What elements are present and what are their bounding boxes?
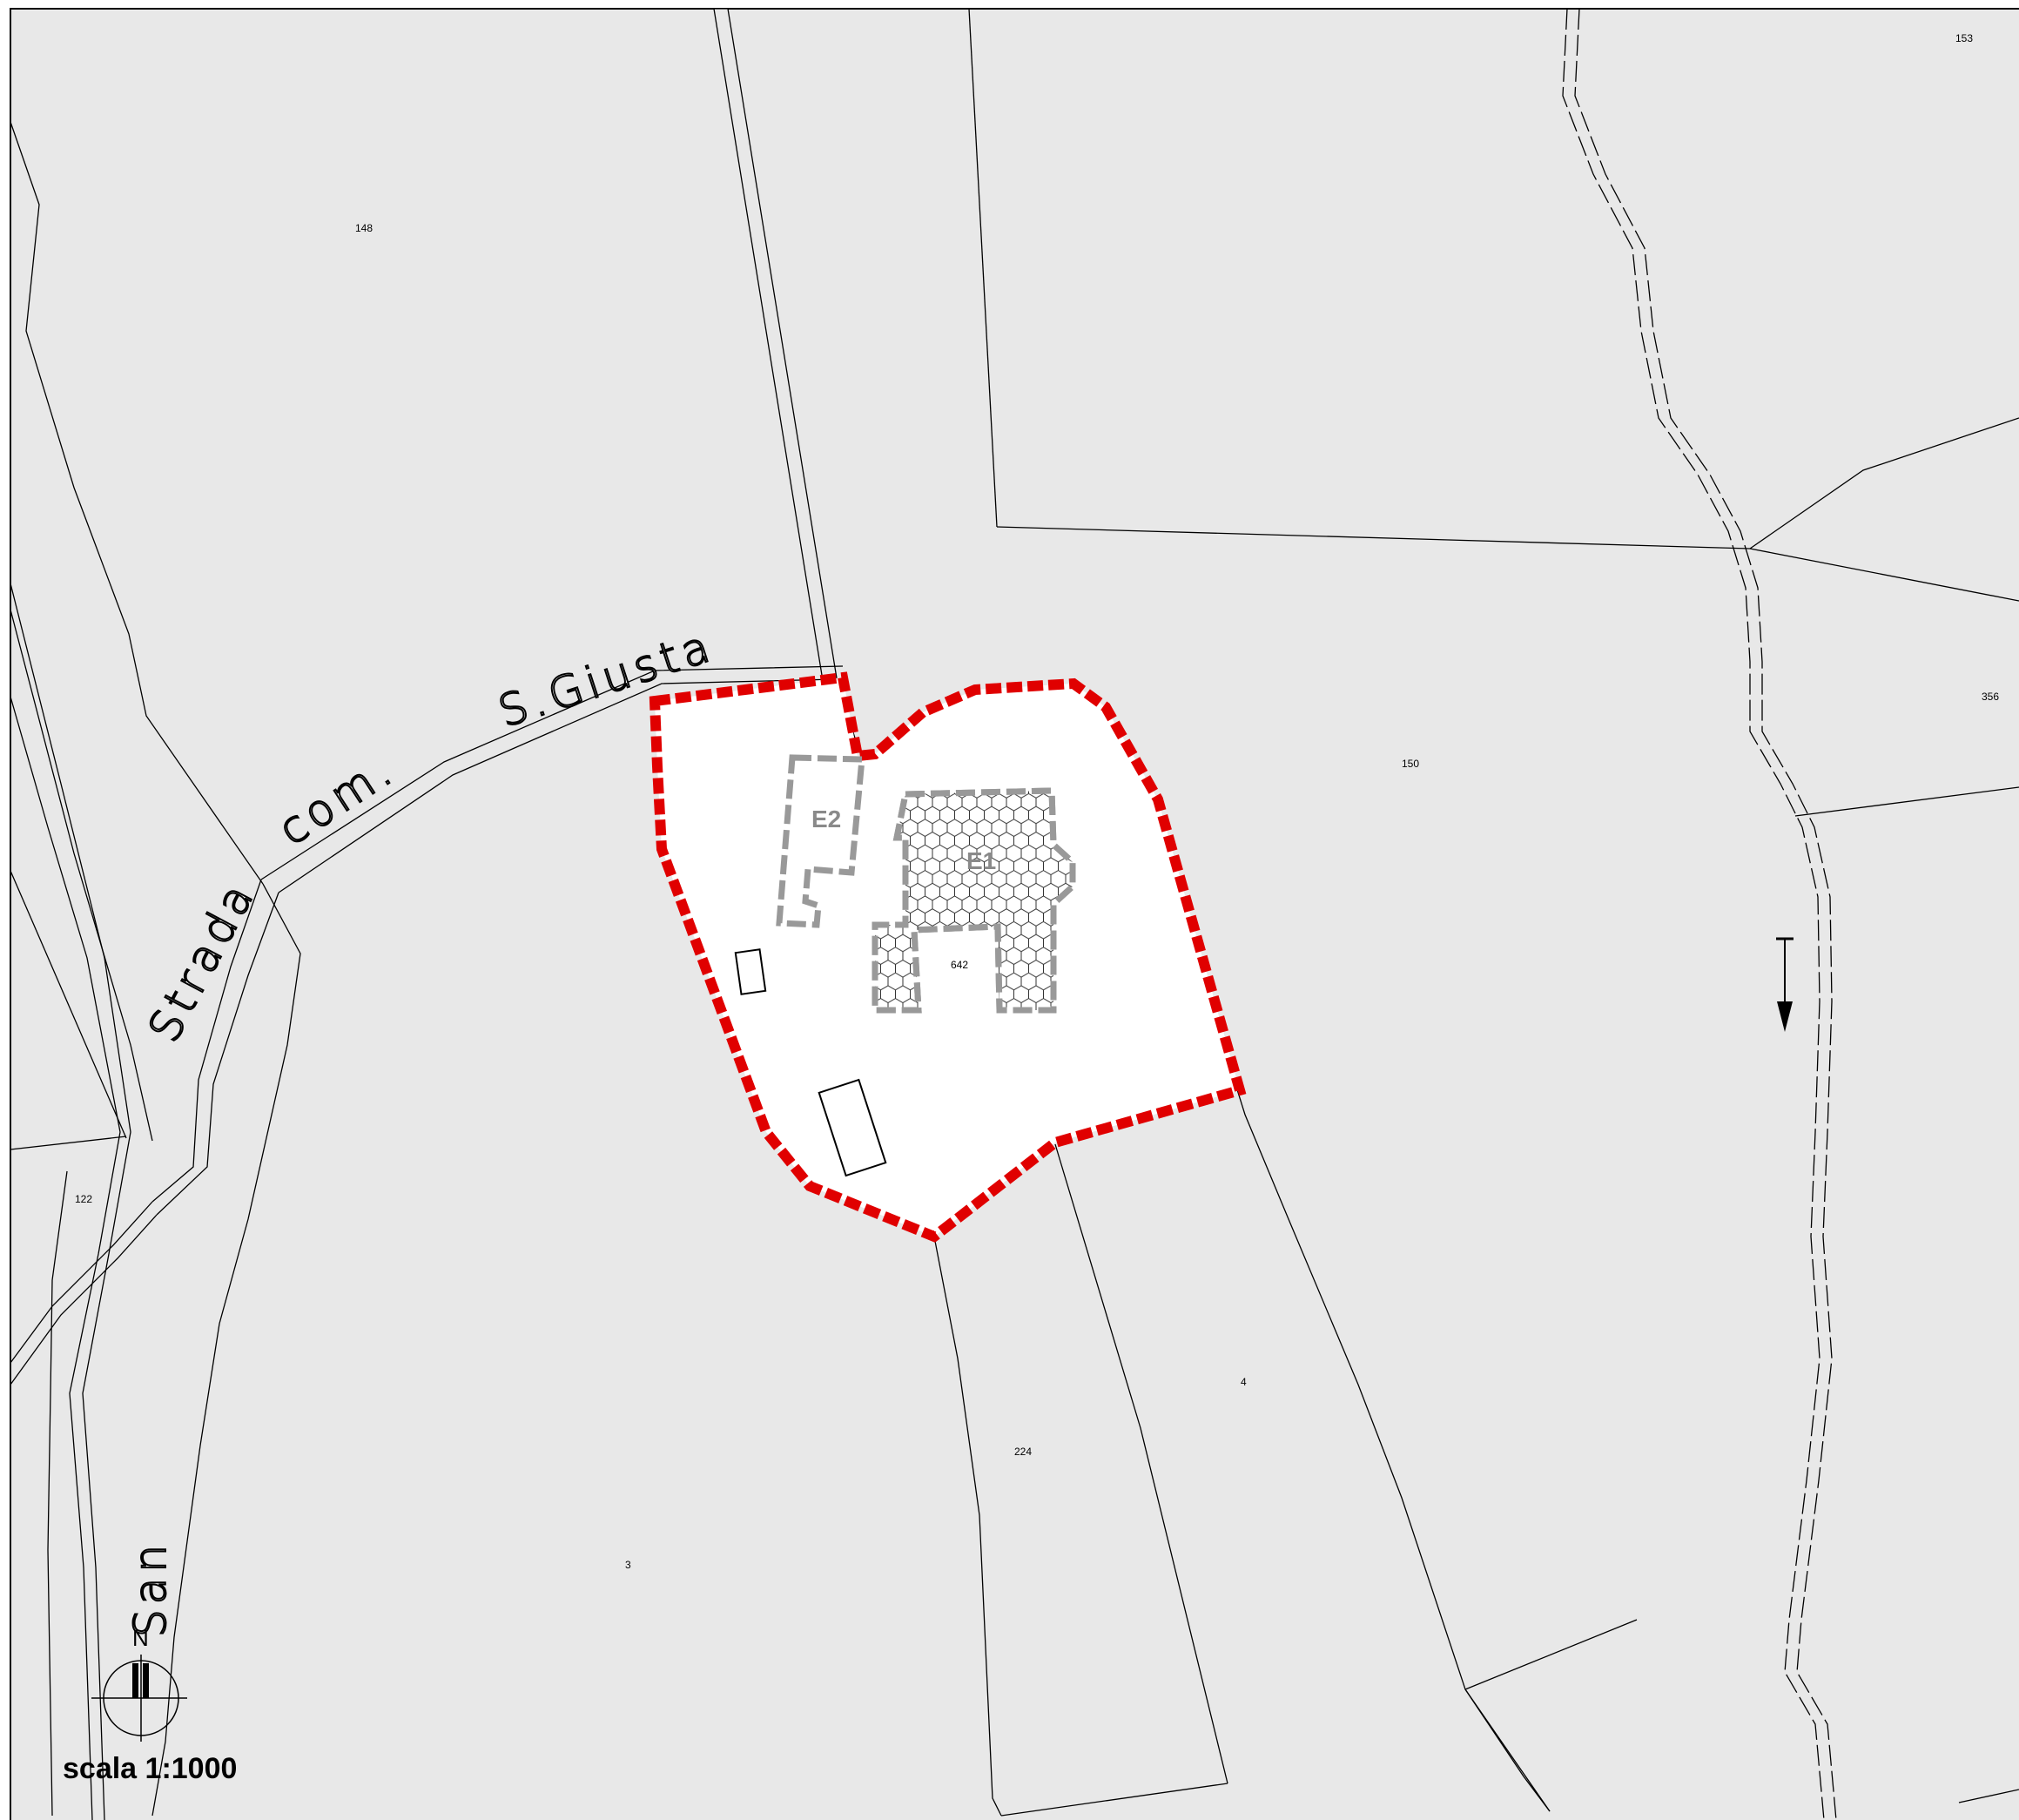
small-structure-a <box>734 948 767 995</box>
parcel-boundaries <box>10 8 2019 1817</box>
north-label: N <box>132 1625 149 1651</box>
parcel-number-3: 3 <box>625 1559 631 1571</box>
lot-642-area[interactable] <box>655 677 1240 1237</box>
scale-label: scala 1:1000 <box>63 1752 237 1785</box>
parcel-number-4: 4 <box>1241 1376 1247 1388</box>
building-label-e1: E1 <box>966 847 996 874</box>
flow-arrow-icon <box>1776 937 1794 1032</box>
parcel-number-642: 642 <box>951 959 968 971</box>
lot-642-boundary <box>649 671 1247 1243</box>
parcel-number-148: 148 <box>355 222 373 234</box>
road-label-san: San <box>125 1540 176 1637</box>
building-e2[interactable] <box>776 754 865 928</box>
small-structure-b <box>818 1078 887 1177</box>
map-frame <box>10 8 2019 1820</box>
canal <box>1562 8 1837 1820</box>
building-label-e2: E2 <box>811 806 841 832</box>
parcel-number-150: 150 <box>1402 758 1419 770</box>
parcel-number-224: 224 <box>1014 1446 1032 1458</box>
parcel-number-153: 153 <box>1955 32 1973 44</box>
parcel-number-122: 122 <box>75 1193 92 1205</box>
parcel-number-356: 356 <box>1982 691 1999 703</box>
north-arrow-icon <box>91 1655 187 1742</box>
